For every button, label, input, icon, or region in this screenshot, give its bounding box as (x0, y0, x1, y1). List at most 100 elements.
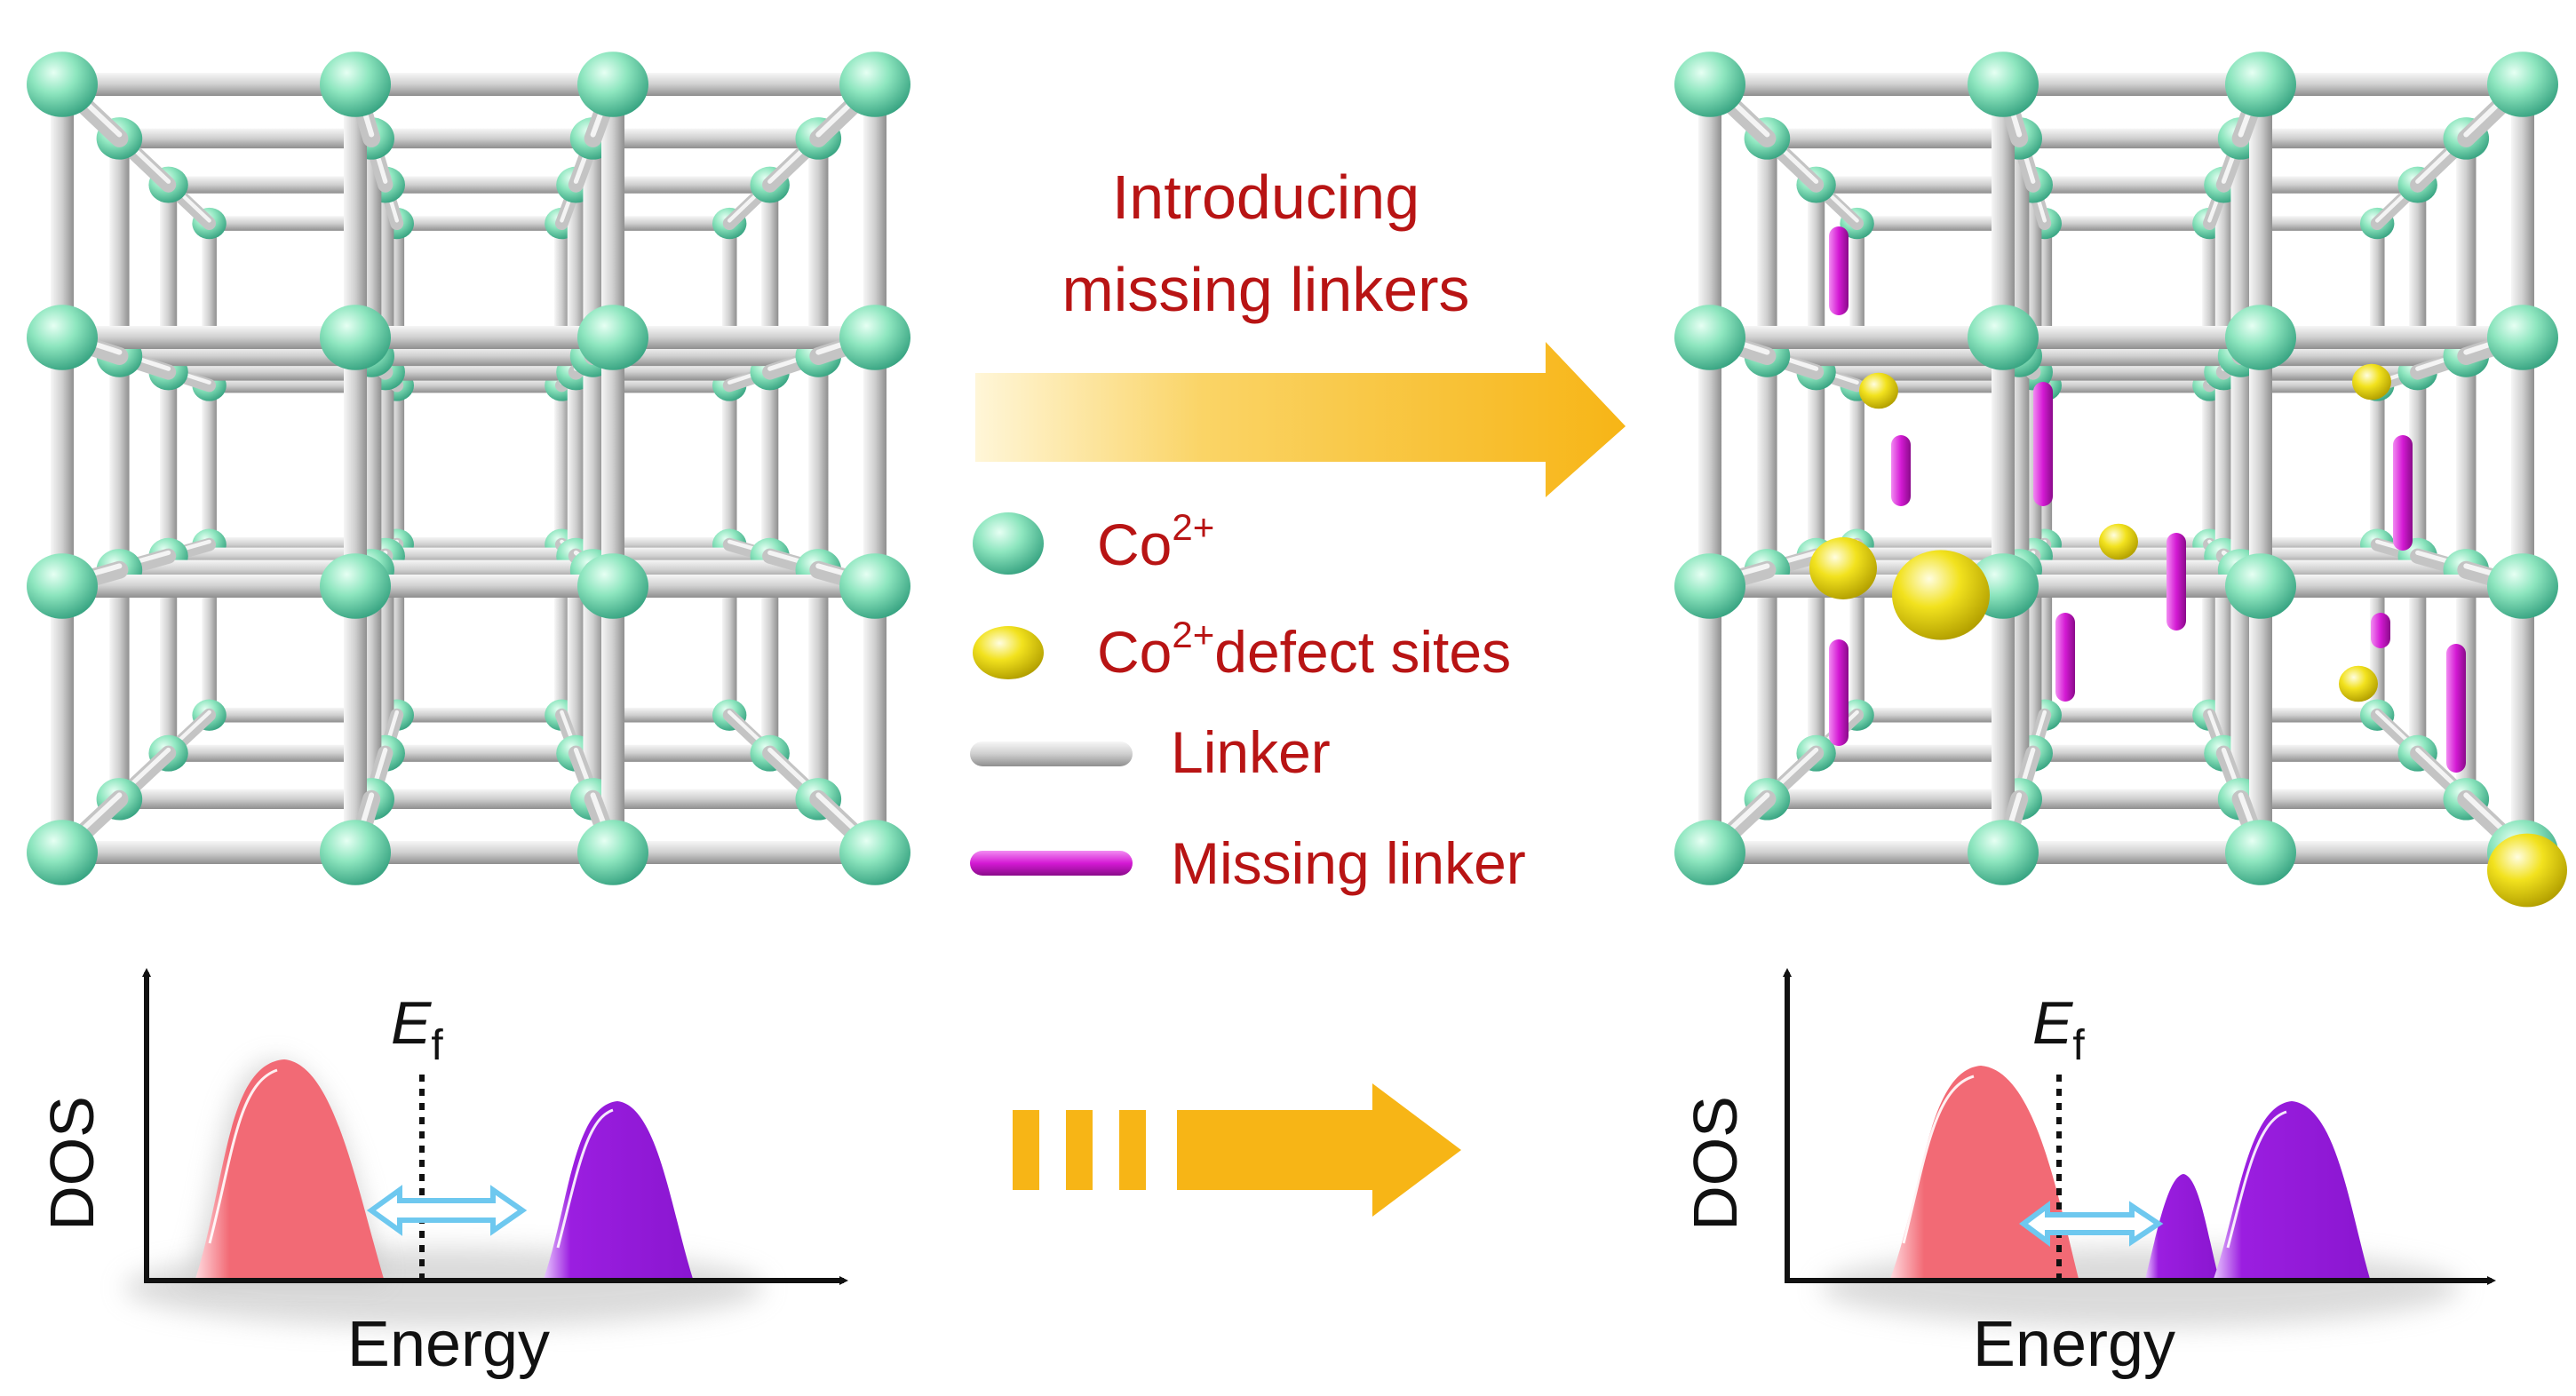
linker-rod (1767, 345, 2467, 367)
co-sphere (27, 305, 98, 370)
y-axis-label: DOS (1681, 1096, 1750, 1231)
linker-rod (2167, 533, 2186, 631)
band-highlight (556, 1108, 614, 1249)
co-sphere-icon (973, 512, 1044, 575)
linker-rod (808, 138, 829, 799)
linker-rod (1856, 707, 2378, 723)
linker-rod (554, 223, 569, 716)
linker-rod (2393, 435, 2413, 551)
transition-arrow (1013, 1083, 1461, 1217)
linker-rod (1710, 73, 2523, 96)
linker-rod (209, 707, 730, 723)
x-axis-label: Energy (1973, 1309, 2175, 1380)
co-sphere (577, 305, 648, 370)
defect-sphere-icon (973, 626, 1044, 679)
linker-rod (62, 841, 875, 864)
co-sphere (839, 52, 910, 117)
co-sphere (2225, 820, 2296, 885)
co-sphere (27, 52, 98, 117)
co-sphere (1674, 820, 1745, 885)
conduction-band-peak (544, 1101, 693, 1279)
arrow-dash-3 (1119, 1110, 1146, 1190)
co-sphere (839, 305, 910, 370)
legend-missing-label: Missing linker (1171, 830, 1526, 896)
co-sphere (2225, 52, 2296, 117)
linker-rod (1856, 216, 2378, 231)
process-label-line1: Introducing (1112, 163, 1419, 232)
co-sphere (577, 52, 648, 117)
legend-defect-label: Co2+defect sites (1097, 614, 1511, 685)
pristine-lattice (27, 52, 910, 885)
band-highlight (208, 1068, 278, 1244)
linker-rod (583, 138, 603, 799)
process-label-line2: missing linkers (1062, 255, 1470, 324)
defect-state-peak (2145, 1174, 2219, 1279)
co-sphere (27, 553, 98, 619)
linker-rod (202, 223, 217, 716)
linker-rod (168, 176, 770, 194)
defect-sphere (1892, 550, 1990, 640)
co-sphere (2487, 553, 2558, 619)
linker-rod (863, 84, 886, 853)
co-sphere (1968, 820, 2039, 885)
defect-sphere (2487, 833, 2567, 908)
co-sphere (1674, 553, 1745, 619)
linker-rod (1698, 84, 1721, 853)
linker-rod (159, 185, 178, 754)
linker-rod (168, 744, 770, 762)
dos-panel-right: DOS Energy Ef (1681, 968, 2496, 1380)
linker-rod (1767, 128, 2467, 149)
fermi-level-label: Ef (2032, 989, 2085, 1069)
linker-rod (2033, 382, 2053, 506)
linker-rod (721, 223, 737, 716)
linker-rod (1807, 185, 1825, 754)
co-sphere (839, 553, 910, 619)
co-sphere (839, 820, 910, 885)
co-sphere (320, 305, 391, 370)
linker-rod (567, 185, 585, 754)
linker-rod (2055, 613, 2075, 702)
co-sphere (320, 553, 391, 619)
co-sphere (320, 52, 391, 117)
co-sphere (1968, 305, 2039, 370)
arrow-dash-2 (1066, 1110, 1093, 1190)
linker-rod (1829, 639, 1849, 746)
band-highlight (1902, 1075, 1975, 1244)
linker-rod (119, 345, 819, 367)
x-axis-label: Energy (347, 1309, 550, 1380)
linker-rod (1767, 789, 2467, 809)
co-sphere (1968, 52, 2039, 117)
defect-sphere (1809, 537, 1877, 599)
linker-rod (2456, 138, 2477, 799)
linker-rod (344, 84, 367, 853)
defect-sphere (1859, 372, 1898, 409)
y-axis-label: DOS (37, 1096, 107, 1231)
linker-rod (2511, 84, 2534, 853)
missing-linker-rod-icon (970, 851, 1133, 876)
linker-rod (1816, 744, 2418, 762)
linker-rod (62, 73, 875, 96)
linker-rod (1710, 841, 2523, 864)
dos-panel-left: DOS Energy Ef (37, 968, 848, 1380)
linker-rod (119, 789, 819, 809)
linker-rod (2230, 138, 2251, 799)
process-arrow (975, 342, 1626, 497)
co-sphere (320, 820, 391, 885)
band-highlight (2226, 1110, 2287, 1249)
band-gap-arrow (2018, 1201, 2164, 1247)
co-sphere (1674, 52, 1745, 117)
linker-rod (1829, 226, 1849, 315)
co-sphere (27, 820, 98, 885)
arrow-dash-1 (1013, 1110, 1039, 1190)
defect-sphere (2099, 523, 2138, 560)
linker-rod-icon (970, 742, 1133, 766)
linker-rod (209, 216, 730, 231)
linker-rod (119, 128, 819, 149)
legend: Co2+ Co2+defect sites Linker Missing lin… (970, 506, 1526, 896)
co-sphere (577, 820, 648, 885)
linker-rod (1757, 138, 1777, 799)
co-sphere (2487, 52, 2558, 117)
linker-rod (2202, 223, 2217, 716)
linker-rod (62, 326, 875, 349)
linker-rod (2446, 644, 2466, 773)
